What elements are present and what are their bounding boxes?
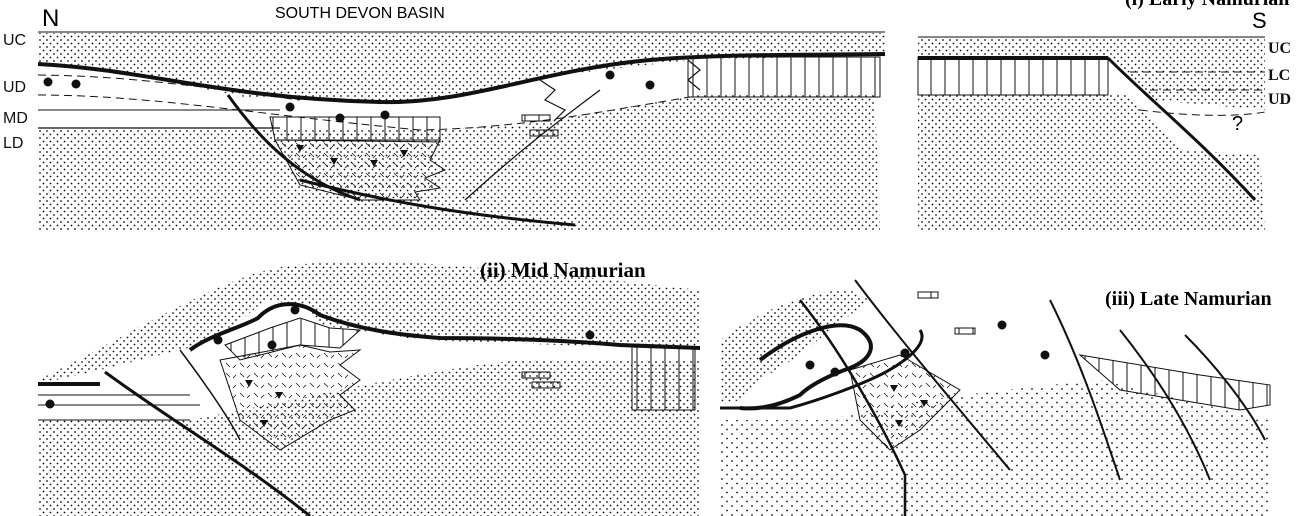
- unit-code-ud-left: UD: [3, 79, 26, 96]
- unit-code-ud-right: UD: [1268, 91, 1291, 108]
- limestone-lens: [530, 130, 558, 136]
- unit-code-uc-right: UC: [1268, 40, 1291, 57]
- north-label: N: [42, 5, 59, 32]
- pebble-symbol: [336, 114, 345, 123]
- basin-title: SOUTH DEVON BASIN: [275, 5, 445, 22]
- unit-code-ld-left: LD: [3, 135, 23, 152]
- limestone-lens: [955, 328, 975, 334]
- lower-dotted-unit: [38, 95, 880, 230]
- pebble-symbol: [806, 361, 815, 370]
- limestone-block-s: [918, 57, 1108, 95]
- panel-late-title: (iii) Late Namurian: [1105, 288, 1272, 310]
- limestone-lens: [532, 382, 560, 388]
- unit-code-uc-left: UC: [3, 32, 26, 49]
- panel-early-title: (i) Early Namurian: [1125, 0, 1289, 10]
- pebble-symbol: [1041, 351, 1050, 360]
- limestone-block: [688, 57, 880, 97]
- unit-code-lc-right: LC: [1268, 67, 1290, 84]
- pebble-symbol: [291, 306, 300, 315]
- pebble-symbol: [268, 341, 277, 350]
- pebble-symbol: [606, 71, 615, 80]
- pebble-symbol: [586, 331, 595, 340]
- south-label: S: [1252, 8, 1267, 33]
- panel-mid-title: (ii) Mid Namurian: [480, 258, 646, 282]
- pebble-symbol: [286, 103, 295, 112]
- pebble-symbol: [381, 111, 390, 120]
- pebble-symbol: [46, 400, 55, 409]
- pebble-symbol: [901, 349, 910, 358]
- unknown-marker: ?: [1232, 113, 1243, 135]
- limestone-lens: [522, 372, 550, 378]
- pebble-symbol: [72, 80, 81, 89]
- panel-late: [720, 280, 1270, 516]
- panel-early-north: [38, 32, 885, 230]
- lower-dotted-unit-mid: [38, 360, 700, 516]
- panel-early-south: [918, 37, 1265, 230]
- interfinger-edge: [540, 80, 565, 120]
- layer-lines-mid: [38, 395, 200, 420]
- limestone-block-mid: [632, 347, 695, 410]
- pebble-symbol: [646, 81, 655, 90]
- unit-code-md-left: MD: [3, 110, 28, 127]
- pebble-symbol: [44, 78, 53, 87]
- pebble-symbol: [831, 368, 840, 377]
- pebble-symbol: [998, 321, 1007, 330]
- panel-mid: [38, 262, 700, 516]
- limestone-lens: [918, 292, 938, 298]
- pebble-symbol: [214, 336, 223, 345]
- limestone-lens: [522, 115, 550, 121]
